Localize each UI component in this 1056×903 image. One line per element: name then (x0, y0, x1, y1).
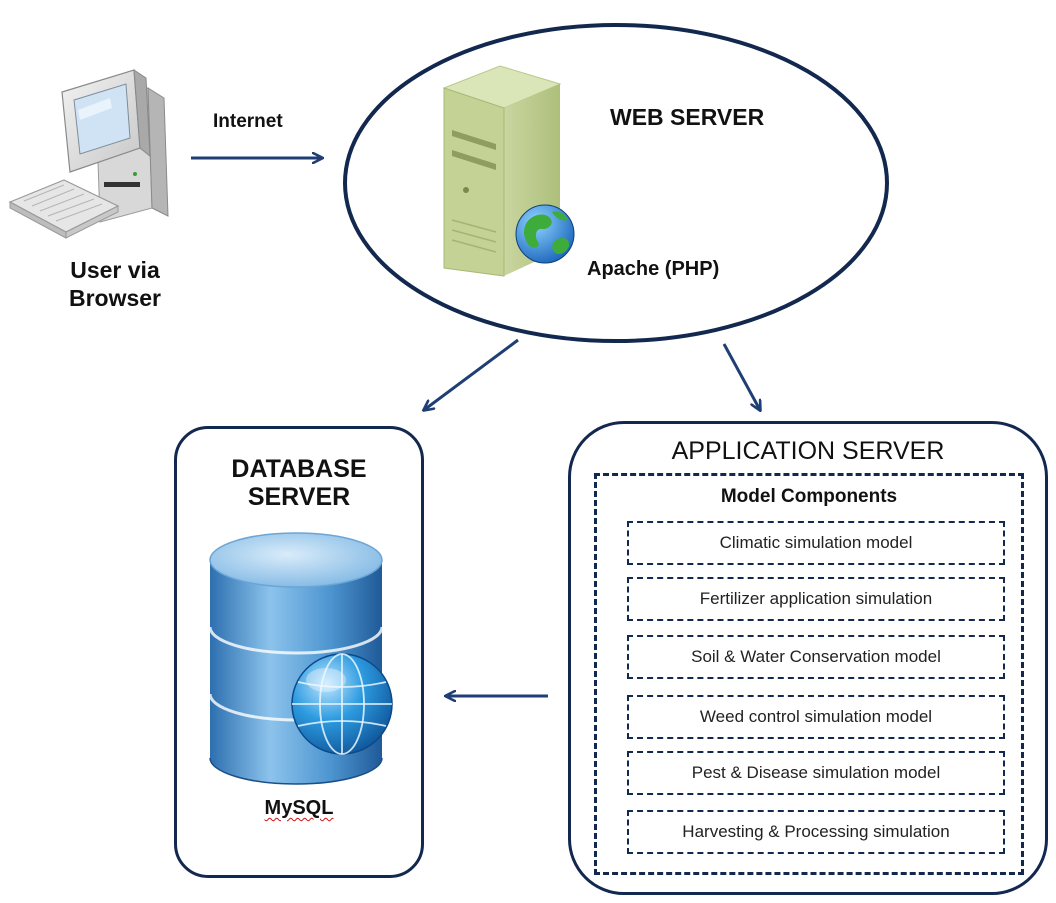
component-harvesting: Harvesting & Processing simulation (627, 810, 1005, 854)
web-server-software: Apache (PHP) (587, 258, 720, 280)
web-server-tower-icon (442, 65, 562, 277)
internet-label: Internet (213, 111, 283, 132)
database-software-label: MySQL (174, 797, 424, 820)
model-components-title: Model Components (720, 486, 898, 507)
user-computer-icon (8, 69, 169, 239)
web-to-application-arrow (722, 343, 760, 410)
web-globe-icon (515, 204, 575, 264)
component-soil-water: Soil & Water Conservation model (627, 635, 1005, 679)
component-pest-disease: Pest & Disease simulation model (627, 751, 1005, 795)
application-server-title: APPLICATION SERVER (671, 437, 945, 465)
database-title-line2: SERVER (247, 483, 351, 511)
user-label-line2: Browser (68, 285, 162, 311)
database-title-line1: DATABASE (231, 455, 367, 483)
component-fertilizer: Fertilizer application simulation (627, 577, 1005, 621)
database-server-title: DATABASE SERVER (174, 455, 424, 511)
web-server-title: WEB SERVER (610, 104, 765, 130)
web-to-database-arrow (424, 338, 519, 410)
application-server-box (568, 421, 1048, 895)
user-label: User via Browser (40, 256, 190, 312)
database-server-box (174, 426, 424, 878)
component-climatic: Climatic simulation model (627, 521, 1005, 565)
database-software-text: MySQL (264, 797, 334, 819)
database-globe-icon (291, 653, 393, 755)
model-components-container (594, 473, 1024, 875)
user-label-line1: User via (70, 257, 160, 283)
component-weed-control: Weed control simulation model (627, 695, 1005, 739)
web-server-ellipse (343, 23, 889, 343)
